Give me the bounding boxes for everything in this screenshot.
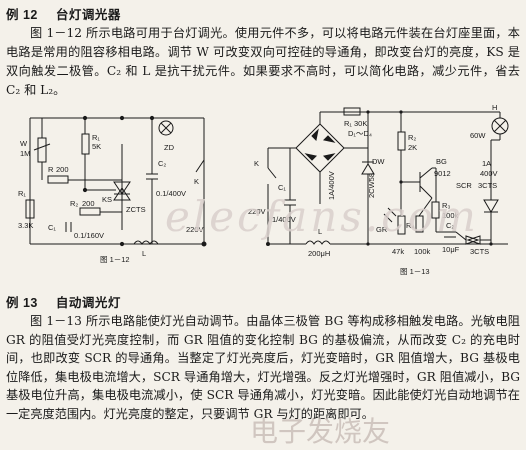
fig12-label-C2: C₂ <box>158 159 166 168</box>
fig13-label-C1-value: 1/400V <box>272 215 296 224</box>
figure-1-13-caption: 图 1－13 <box>400 267 430 276</box>
figure-1-13-schematic: R₁ 30K D₁～D₄ R₂ 2K H 60W C₁ 1/400V 1A/40… <box>248 104 509 276</box>
fig13-label-L: L <box>318 227 322 236</box>
example12-title: 台灯调光器 <box>55 7 121 22</box>
fig12-label-C2-value: 0.1/400V <box>156 189 186 198</box>
fig13-label-2CW58: 2CW58 <box>367 173 376 198</box>
example13-number: 例 13 <box>6 296 38 310</box>
example13-heading: 例 13 自动调光灯 <box>6 292 121 311</box>
figure-1-12-schematic: W 1M R₁ 5K ZD R 200 K R₁ 3.3K R₂ 200 KS … <box>18 115 207 264</box>
watermark-chinese: 电子发烧友 <box>250 415 391 448</box>
fig12-label-W: W <box>20 139 28 148</box>
fig12-label-ZD: ZD <box>164 143 175 152</box>
fig12-label-220V: 220V <box>186 225 204 234</box>
fig13-label-R4: R₄ <box>406 221 414 230</box>
example12-number: 例 12 <box>6 8 38 22</box>
fig12-label-5K: 5K <box>92 142 101 151</box>
fig13-label-220V: 220V <box>248 207 266 216</box>
fig13-label-C2: C₂ <box>446 221 454 230</box>
fig13-label-DW: DW <box>372 157 385 166</box>
fig12-label-R2: R₂ <box>70 199 78 208</box>
fig12-label-KS: KS <box>102 195 112 204</box>
fig13-label-2K: 2K <box>408 143 417 152</box>
example13-paragraph: 图 1－13 所示电路能使灯光自动调节。由晶体三极管 BG 等构成移相触发电路。… <box>6 314 520 421</box>
fig13-label-BG: BG <box>436 157 447 166</box>
fig12-label-ZCTS: ZCTS <box>126 205 146 214</box>
fig13-label-1A-400V: 1A/400V <box>327 171 336 200</box>
fig13-label-R3: R₃ <box>442 201 450 210</box>
figure-1-13: R₁ 30K D₁～D₄ R₂ 2K H 60W C₁ 1/400V 1A/40… <box>248 104 520 280</box>
example12-heading: 例 12 台灯调光器 <box>6 4 121 23</box>
fig13-label-K: K <box>254 159 259 168</box>
fig13-label-60W: 60W <box>470 131 486 140</box>
fig13-label-10uF: 10μF <box>442 245 460 254</box>
fig12-label-200a: 200 <box>56 165 69 174</box>
fig13-label-SCR: SCR <box>456 181 472 190</box>
fig12-label-R: R <box>48 165 54 174</box>
fig12-label-1M: 1M <box>20 149 30 158</box>
figure-1-12: W 1M R₁ 5K ZD R 200 K R₁ 3.3K R₂ 200 KS … <box>18 104 214 264</box>
example12-paragraph: 图 1－12 所示电路可用于台灯调光。使用元件不多，可以将电路元件装在台灯座里面… <box>6 26 520 97</box>
fig12-label-3.3K: 3.3K <box>18 221 33 230</box>
example13-title: 自动调光灯 <box>55 295 121 310</box>
watermark-latin: elecfans.com <box>165 192 479 241</box>
fig13-label-C1: C₁ <box>278 183 286 192</box>
fig12-label-C1: C₁ <box>48 223 56 232</box>
fig13-label-30K: 30K <box>354 119 367 128</box>
figure-1-12-caption: 图 1－12 <box>100 255 130 264</box>
fig13-label-47k: 47k <box>392 247 404 256</box>
fig13-label-3CTS-a: 3CTS <box>478 181 497 190</box>
fig13-label-R2: R₂ <box>408 133 416 142</box>
fig12-label-R1a: R₁ <box>92 133 100 142</box>
fig12-label-200b: 200 <box>82 199 95 208</box>
fig12-label-C1-value: 0.1/160V <box>74 231 104 240</box>
fig13-label-400V: 400V <box>480 169 498 178</box>
fig13-label-D1-D4: D₁～D₄ <box>348 129 372 138</box>
fig13-label-9012: 9012 <box>434 169 451 178</box>
fig13-label-GR: GR <box>376 225 388 234</box>
fig12-label-K: K <box>194 177 199 186</box>
fig12-label-L: L <box>142 249 146 258</box>
fig13-label-100k-a: 100k <box>442 211 459 220</box>
fig13-label-3CTS-b: 3CTS <box>470 247 489 256</box>
fig13-label-1A: 1A <box>482 159 491 168</box>
fig13-label-R1: R₁ <box>344 119 352 128</box>
fig13-label-200uH: 200μH <box>308 249 330 258</box>
fig13-label-100k-b: 100k <box>414 247 431 256</box>
fig13-label-H: H <box>492 104 497 112</box>
fig12-label-R1b: R₁ <box>18 189 26 198</box>
